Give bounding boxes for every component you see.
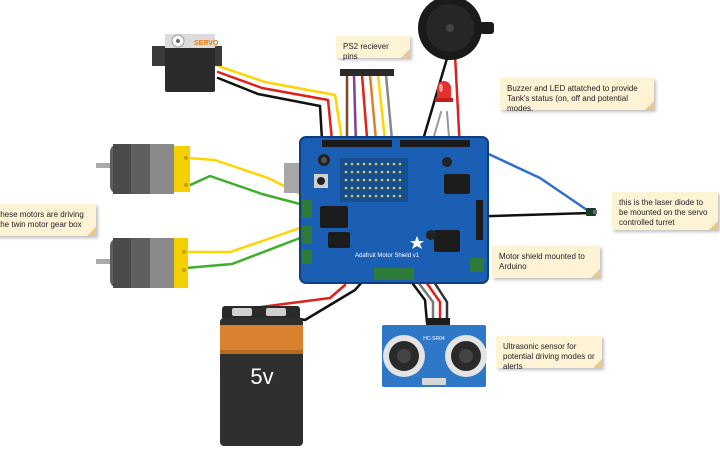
- note-buzzer-led: Buzzer and LED attatched to provide Tank…: [500, 78, 654, 113]
- ps2-wire-orange: [368, 73, 378, 142]
- motor1-wire-green: [186, 174, 302, 206]
- motor2-wire-yellow: [184, 226, 302, 254]
- sensor-code: HC-SR04: [423, 336, 445, 342]
- note-buzzer-text: Buzzer and LED attatched to provide Tank…: [507, 84, 638, 113]
- battery-voltage-label: 5v: [250, 364, 273, 389]
- laser-wire-blue: [478, 148, 592, 214]
- note-ps2-text: PS2 reciever pins: [343, 42, 389, 61]
- dc-motor-icon: [96, 144, 190, 194]
- ps2-wire-yellow: [376, 73, 387, 142]
- star-logo-icon: [410, 236, 424, 249]
- shield-name: Adafruit Motor Shield v1: [355, 253, 420, 259]
- note-shield: Motor shield mounted to Arduino: [492, 246, 600, 278]
- ps2-wire-gray: [384, 73, 394, 142]
- buzzer-wire-red: [453, 53, 462, 152]
- dc-motor-icon: [96, 238, 188, 288]
- servo-label: SERVO: [194, 40, 219, 47]
- note-ps2-pins: PS2 reciever pins: [336, 36, 410, 61]
- laser-diode-icon: [586, 208, 597, 216]
- note-laser-text: this is the laser diode to be mounted on…: [619, 198, 708, 227]
- motor2-wire-green: [184, 236, 302, 270]
- servo-wire-red: [216, 70, 334, 142]
- note-motors-text: these motors are driving the twin motor …: [0, 210, 84, 229]
- servo-icon: SERVO: [152, 34, 222, 92]
- ps2-receiver-pins: [340, 69, 394, 76]
- sensor-wire-red: [424, 280, 442, 325]
- battery-icon: 5v: [220, 306, 303, 446]
- note-ultrasonic: Ultrasonic sensor for potential driving …: [496, 336, 602, 371]
- motor-shield-icon: Adafruit Motor Shield v1: [284, 136, 489, 284]
- note-ultrasonic-text: Ultrasonic sensor for potential driving …: [503, 342, 595, 371]
- servo-wire-yellow: [216, 64, 344, 142]
- servo-wire-black: [216, 76, 324, 142]
- note-laser: this is the laser diode to be mounted on…: [612, 192, 718, 230]
- sensor-wire-dark: [432, 280, 449, 325]
- note-shield-text: Motor shield mounted to Arduino: [499, 252, 585, 271]
- led-icon: [435, 81, 453, 102]
- sensor-wire-gray: [416, 280, 435, 325]
- note-motors: these motors are driving the twin motor …: [0, 204, 96, 236]
- ultrasonic-sensor-icon: HC-SR04: [382, 318, 487, 387]
- sensor-wire-black: [408, 278, 429, 325]
- buzzer-icon: [418, 0, 494, 60]
